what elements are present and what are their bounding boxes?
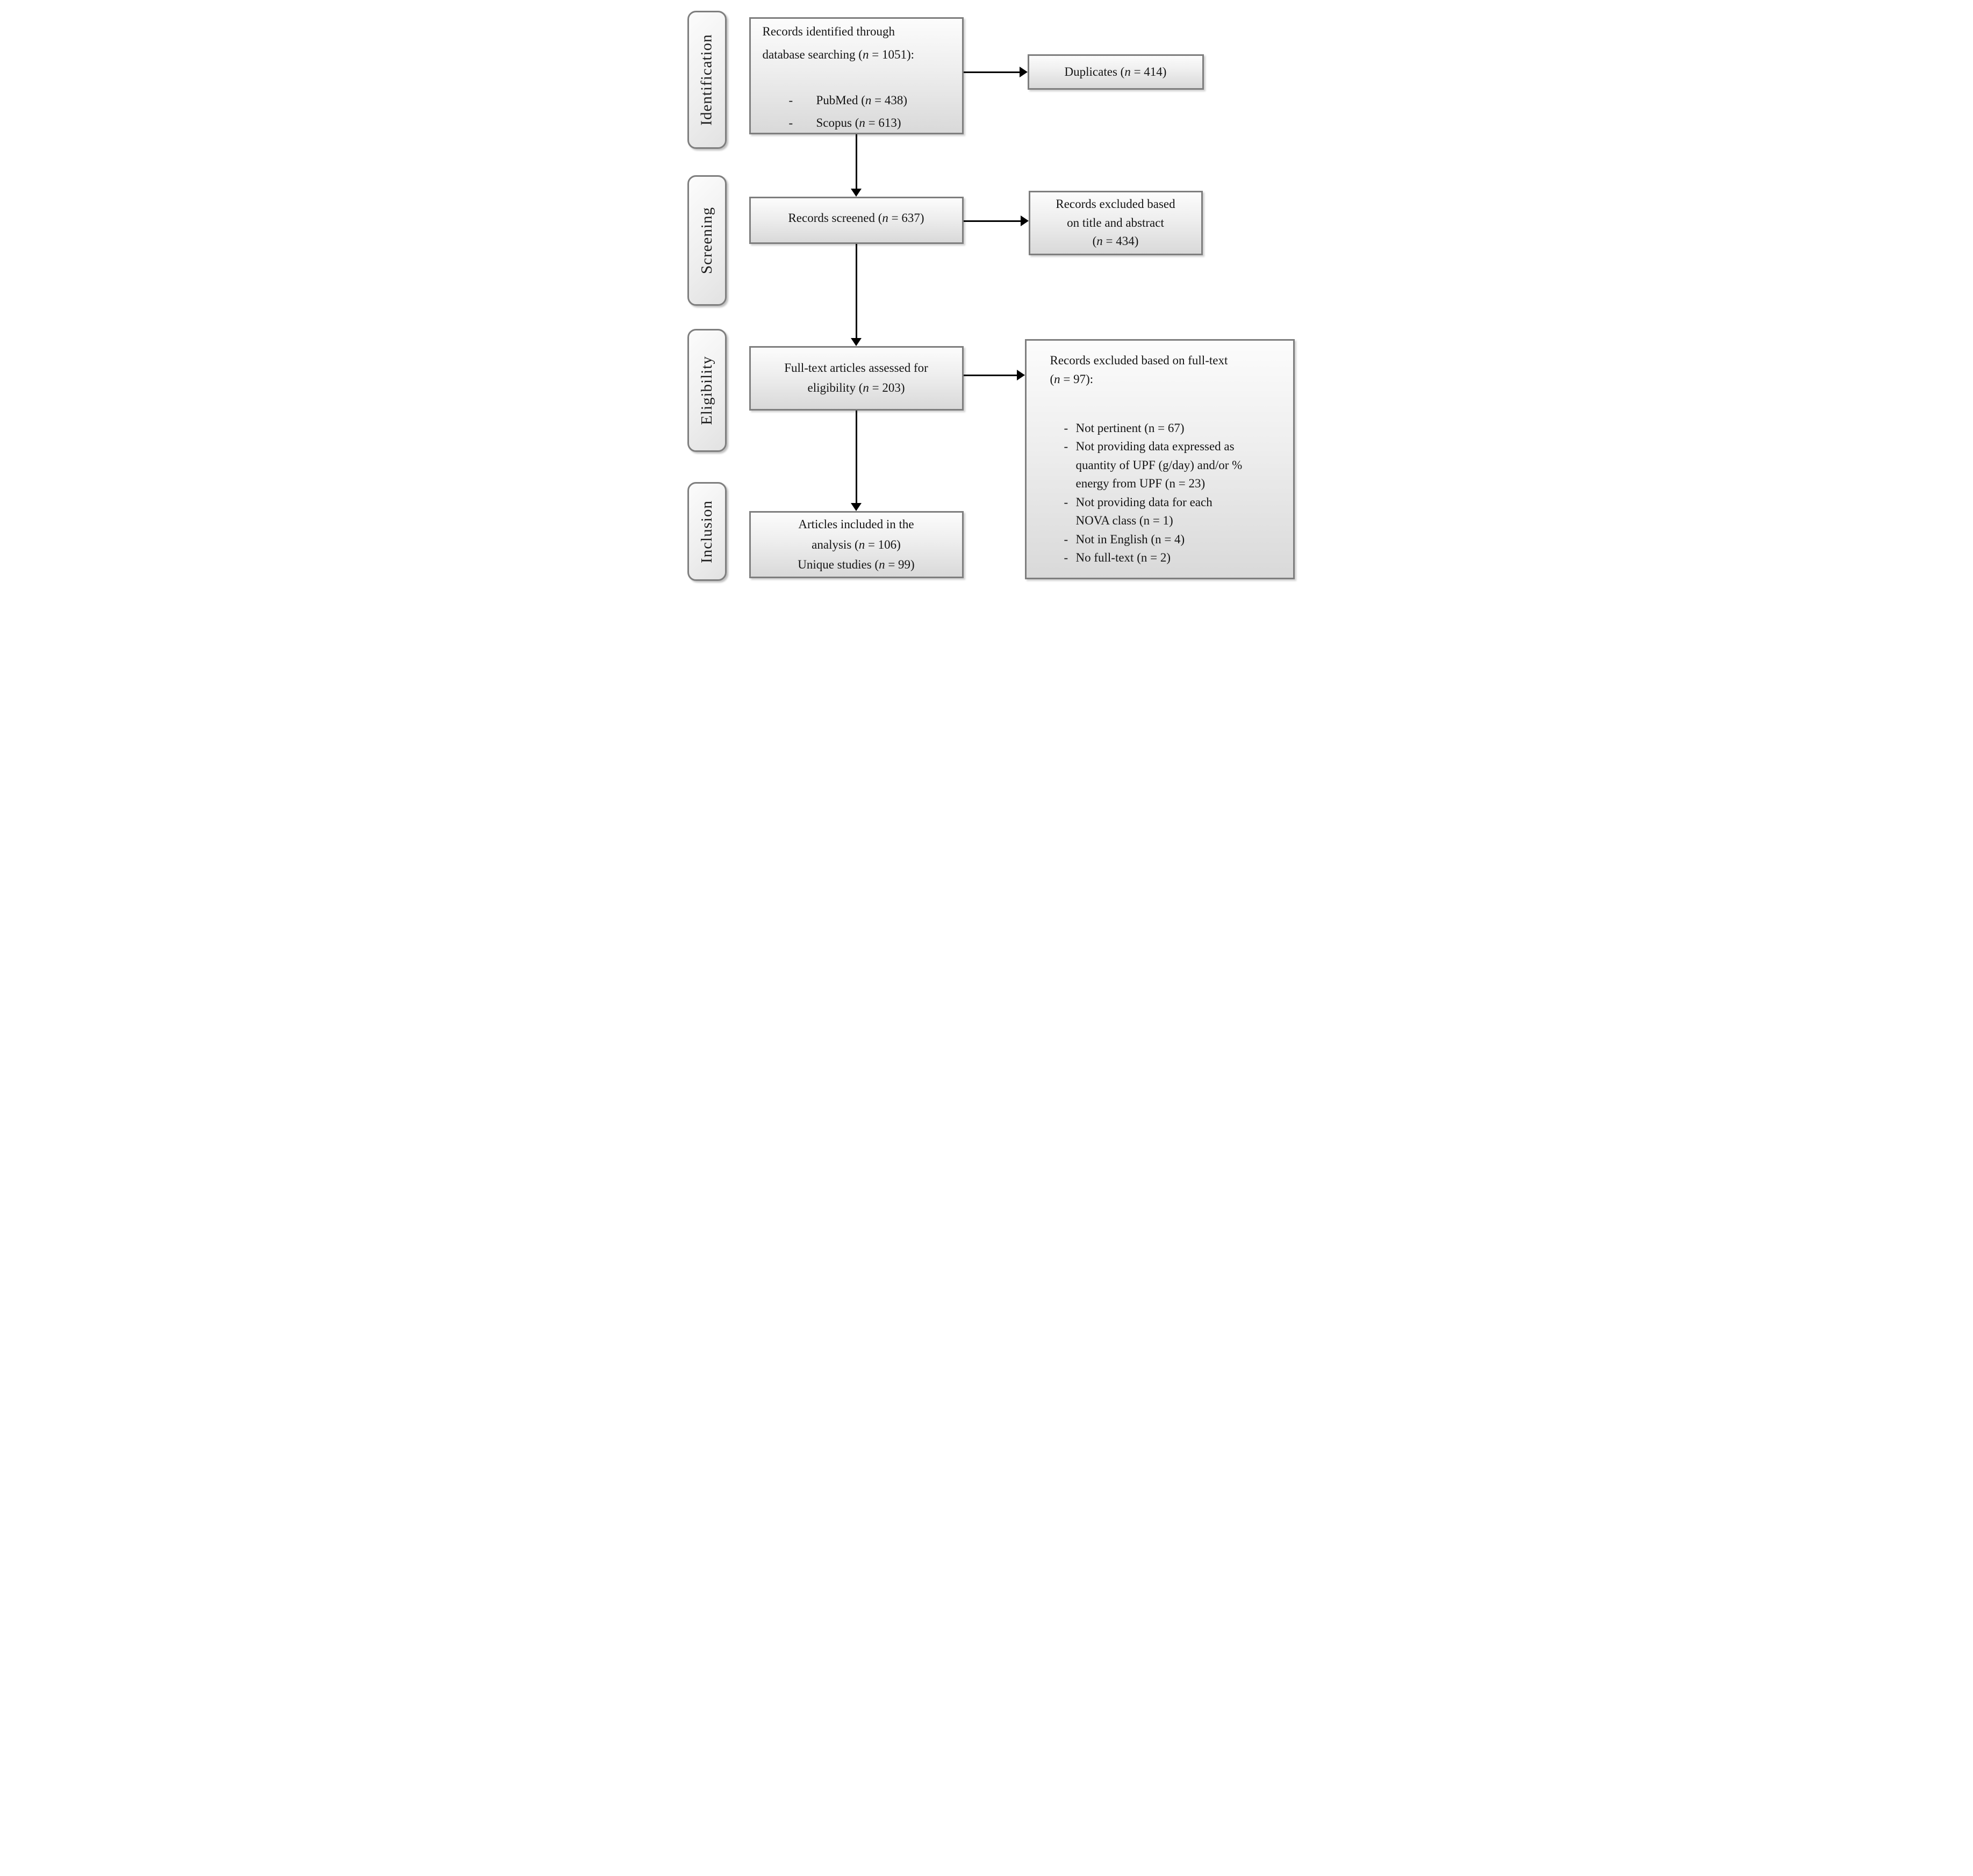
text-line: (n = 434) [1092, 234, 1139, 248]
text-line: -PubMed (n = 438) [763, 89, 955, 112]
text-line: (n = 97): [1050, 372, 1094, 386]
box-excluded-title-abstract-text: Records excluded based on title and abstr… [1030, 195, 1201, 251]
text-line: energy from UPF (n = 23) [1075, 477, 1206, 490]
arrow-identified-to-duplicates [963, 67, 1028, 77]
stage-pill-eligibility: Eligibility [687, 329, 727, 452]
box-excluded-fulltext-text: Records excluded based on full-text (n = … [1027, 341, 1293, 567]
box-duplicates-text: Duplicates (n = 414) [1029, 63, 1202, 82]
text-line: eligibility (n = 203) [807, 381, 905, 394]
box-records-identified: Records identified through database searc… [749, 17, 964, 134]
text-line: Articles included in the [798, 517, 914, 531]
stage-label-inclusion: Inclusion [698, 500, 715, 563]
stage-pill-screening: Screening [687, 175, 727, 306]
text-line: database searching (n = 1051): [762, 47, 915, 61]
text-line: quantity of UPF (g/day) and/or % [1075, 458, 1243, 472]
stage-label-screening: Screening [698, 207, 715, 274]
stage-pill-identification: Identification [687, 11, 727, 149]
bullet-dash: - [1064, 421, 1068, 435]
arrow-screened-to-fulltext [850, 244, 862, 346]
text-line: -Scopus (n = 613) [763, 112, 955, 135]
text-line: -Not providing data for each [1050, 493, 1279, 512]
bullet-dash: - [1064, 495, 1068, 509]
text-line: Full-text articles assessed for [784, 361, 928, 375]
box-fulltext-assessed: Full-text articles assessed for eligibili… [749, 346, 964, 411]
stage-label-eligibility: Eligibility [698, 356, 715, 425]
box-duplicates: Duplicates (n = 414) [1027, 54, 1204, 90]
box-records-screened: Records screened (n = 637) [749, 197, 964, 244]
arrow-fulltext-to-excluded [963, 370, 1025, 380]
text-line [1050, 389, 1279, 407]
stage-label-identification: Identification [698, 34, 715, 126]
arrow-identified-to-screened [850, 134, 862, 197]
text-line: -No full-text (n = 2) [1050, 549, 1279, 567]
stage-pill-inclusion: Inclusion [687, 482, 727, 581]
box-articles-included-text: Articles included in the analysis (n = 10… [751, 514, 962, 576]
arrow-fulltext-to-included [850, 411, 862, 511]
text-line: Duplicates (n = 414) [1064, 64, 1167, 78]
bullet-dash: - [1064, 532, 1068, 546]
text-line: NOVA class (n = 1) [1075, 514, 1173, 527]
box-fulltext-assessed-text: Full-text articles assessed for eligibili… [751, 358, 962, 398]
box-records-screened-text: Records screened (n = 637) [751, 209, 962, 228]
bullet-dash: - [1064, 440, 1068, 453]
box-excluded-title-abstract: Records excluded based on title and abstr… [1028, 191, 1203, 255]
box-records-identified-text: Records identified through database searc… [751, 19, 962, 135]
arrow-screened-to-excluded [963, 215, 1029, 226]
prisma-flow-diagram: Identification Screening Eligibility Inc… [675, 0, 1298, 593]
text-line: -Not in English (n = 4) [1050, 530, 1279, 549]
text-line: -Not pertinent (n = 67) [1050, 419, 1279, 438]
bullet-dash: - [788, 93, 793, 107]
text-line: analysis (n = 106) [812, 537, 901, 551]
text-line [763, 66, 955, 89]
box-articles-included: Articles included in the analysis (n = 10… [749, 511, 964, 578]
bullet-dash: - [1064, 551, 1068, 564]
text-line: Records excluded based [1056, 197, 1175, 211]
box-excluded-fulltext: Records excluded based on full-text (n = … [1024, 339, 1295, 579]
text-line: Records identified through [762, 25, 895, 38]
text-line: Unique studies (n = 99) [798, 558, 915, 572]
text-line: -Not providing data expressed as [1050, 437, 1279, 456]
text-line: on title and abstract [1067, 215, 1164, 229]
text-line: Records excluded based on full-text [1050, 354, 1228, 367]
bullet-dash: - [788, 116, 793, 130]
text-line: Records screened (n = 637) [788, 211, 924, 225]
